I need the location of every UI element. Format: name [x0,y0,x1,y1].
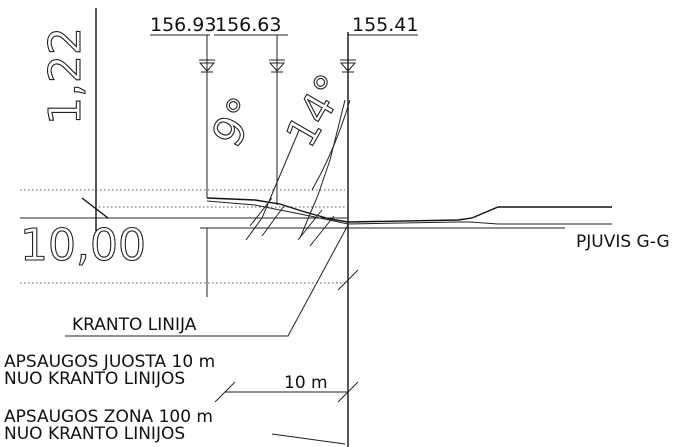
shore-line-tick [337,269,359,291]
left-dimension-tick [81,197,109,219]
elevation-value-3: 155.41 [352,14,418,36]
elevation-value-1: 156.93 [150,14,216,36]
zone-leader [271,433,346,445]
elevation-value-2: 156.63 [215,14,281,36]
strip-label-line2: NUO KRANTO LINIJOS [4,369,185,389]
terrain-profile [206,197,612,223]
section-label: PJUVIS G-G [576,232,670,252]
slope-line-9deg [245,127,301,241]
band-width-label: 10 m [284,373,328,393]
angle-tick-a [249,197,273,227]
strip-label-line1: APSAUGOS JUOSTA 10 m [4,352,215,372]
angle-tick-c [297,209,323,241]
band-dimension-tick-right [337,381,359,403]
horizontal-dimension-label: 10,00 [20,220,146,271]
angle-label-14: 14° [276,66,356,155]
elevation-marker-1 [198,59,216,73]
terrain-profile-lower [206,200,612,225]
angle-tick-d [309,215,335,247]
shore-line-leader [65,224,349,337]
slope-line-14deg [299,99,346,239]
band-dimension-tick-left [214,381,236,403]
zone-label-line1: APSAUGOS ZONA 100 m [4,407,213,427]
angle-tick-b [261,205,285,237]
vertical-dimension-label: 1,22 [40,27,91,125]
angle-label-9: 9° [202,89,268,155]
zone-label-line2: NUO KRANTO LINIJOS [4,424,185,444]
elevation-marker-2 [268,59,286,73]
shore-line-label: KRANTO LINIJA [72,315,197,335]
slope-curve-upper [311,99,351,191]
elevation-marker-3 [339,59,357,73]
